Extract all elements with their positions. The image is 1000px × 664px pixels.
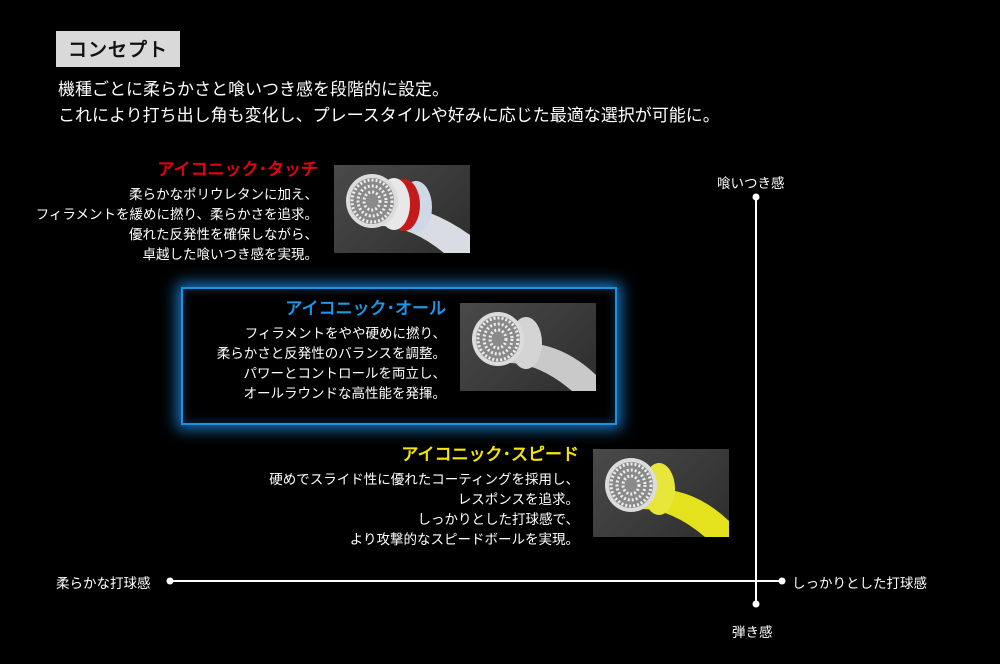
product-all-desc-1: フィラメントをやや硬めに撚り、 [244, 326, 446, 342]
product-all-desc-3: パワーとコントロールを両立し、 [243, 366, 447, 382]
product-speed: アイコニック･スピード 硬めでスライド性に優れたコーティングを採用し、 レスポン… [269, 444, 579, 550]
product-all: アイコニック･オール フィラメントをやや硬めに撚り、 柔らかさと反発性のバランス… [217, 298, 446, 404]
axis-right-dot [778, 577, 786, 585]
product-all-highlight-frame [181, 287, 617, 425]
product-touch-desc-2: フィラメントを緩めに撚り、柔らかさを追求。 [35, 207, 318, 223]
product-speed-desc-4: より攻撃的なスピードボールを実現。 [349, 532, 579, 548]
concept-heading: コンセプト [56, 31, 181, 67]
product-touch-string-image [334, 165, 470, 253]
axis-label-top: 喰いつき感 [717, 176, 785, 192]
axis-label-right: しっかりとした打球感 [792, 576, 927, 592]
axis-label-bottom: 弾き感 [732, 625, 773, 641]
product-speed-desc-2: レスポンスを追求。 [457, 492, 579, 508]
product-touch-title: アイコニック･タッチ [157, 160, 318, 180]
product-all-desc-2: 柔らかさと反発性のバランスを調整。 [216, 346, 446, 362]
product-all-title: アイコニック･オール [285, 299, 446, 319]
product-all-string-image [460, 303, 596, 391]
product-touch: アイコニック･タッチ 柔らかなポリウレタンに加え、 フィラメントを緩めに撚り、柔… [36, 159, 318, 265]
lead-line-2: これにより打ち出し角も変化し、プレースタイルや好みに応じた最適な選択が可能に。 [58, 106, 720, 126]
axis-bottom-dot [752, 600, 760, 608]
product-touch-desc-4: 卓越した喰いつき感を実現。 [142, 247, 319, 263]
product-speed-desc-1: 硬めでスライド性に優れたコーティングを採用し、 [269, 472, 579, 488]
product-speed-title: アイコニック･スピード [401, 445, 579, 465]
product-touch-desc-3: 優れた反発性を確保しながら、 [129, 227, 318, 243]
lead-line-1: 機種ごとに柔らかさと喰いつき感を段階的に設定。 [58, 80, 449, 100]
axis-label-left: 柔らかな打球感 [56, 576, 151, 592]
axis-left-dot [166, 577, 174, 585]
axis-top-dot [752, 193, 760, 201]
product-touch-desc-1: 柔らかなポリウレタンに加え、 [129, 187, 318, 203]
product-speed-string-image [593, 449, 729, 537]
lead-text: 機種ごとに柔らかさと喰いつき感を段階的に設定。 これにより打ち出し角も変化し、プ… [58, 77, 720, 129]
product-all-desc-4: オールラウンドな高性能を発揮。 [243, 386, 447, 402]
product-speed-desc-3: しっかりとした打球感で、 [417, 512, 579, 528]
